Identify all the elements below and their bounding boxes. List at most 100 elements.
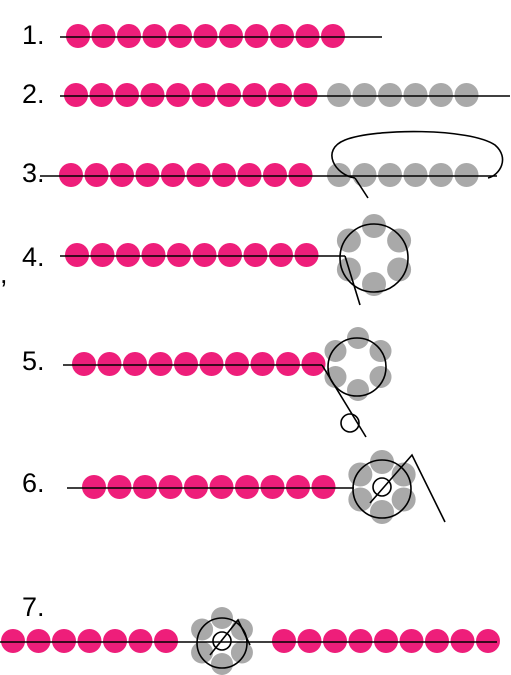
pink-bead (129, 629, 153, 653)
gray-bead (429, 163, 453, 187)
pink-bead (244, 243, 268, 267)
pink-bead (108, 475, 132, 499)
pink-bead (52, 629, 76, 653)
pink-bead (298, 629, 322, 653)
gray-bead (348, 463, 372, 487)
pink-bead (272, 629, 296, 653)
pink-bead (66, 24, 90, 48)
pink-bead (27, 629, 51, 653)
beads-layer (1, 24, 500, 675)
gray-bead (327, 83, 351, 107)
pink-bead (115, 83, 139, 107)
pink-bead (110, 163, 134, 187)
pink-bead (72, 352, 96, 376)
thread-knot (341, 414, 359, 432)
pink-bead (91, 243, 115, 267)
pink-bead (136, 163, 160, 187)
pink-bead (103, 629, 127, 653)
pink-bead (154, 629, 178, 653)
step-3-label: 3. (22, 158, 45, 188)
pink-bead (243, 83, 267, 107)
pink-bead (65, 243, 89, 267)
pink-bead (194, 24, 218, 48)
pink-bead (263, 163, 287, 187)
pink-bead (321, 24, 345, 48)
gray-bead (362, 214, 386, 238)
pink-bead (349, 629, 373, 653)
pink-bead (289, 163, 313, 187)
pink-bead (64, 83, 88, 107)
gray-bead (378, 83, 402, 107)
pink-bead (210, 475, 234, 499)
gray-bead (191, 642, 213, 664)
pink-bead (174, 352, 198, 376)
pink-bead (476, 629, 500, 653)
pink-bead (59, 163, 83, 187)
pink-bead (276, 352, 300, 376)
pink-bead (261, 475, 285, 499)
pink-bead (159, 475, 183, 499)
pink-bead (294, 83, 318, 107)
step-1-label: 1. (22, 20, 45, 50)
center-knot (373, 478, 391, 496)
pink-bead (166, 83, 190, 107)
pink-bead (212, 163, 236, 187)
pink-bead (225, 352, 249, 376)
pink-bead (82, 475, 106, 499)
gray-bead (324, 340, 346, 362)
pink-bead (425, 629, 449, 653)
step-7-label: 7. (22, 592, 45, 622)
pink-bead (286, 475, 310, 499)
pink-bead (251, 352, 275, 376)
pink-bead (219, 24, 243, 48)
pink-bead (192, 83, 216, 107)
pink-bead (143, 24, 167, 48)
pink-bead (217, 83, 241, 107)
pink-bead (1, 629, 25, 653)
pink-bead (142, 243, 166, 267)
pink-bead (238, 163, 262, 187)
step-4-label: 4. (22, 242, 45, 272)
pink-bead (218, 243, 242, 267)
pink-bead (296, 24, 320, 48)
pink-bead (270, 24, 294, 48)
gray-bead (378, 163, 402, 187)
gray-bead (211, 653, 233, 675)
gray-bead (455, 83, 479, 107)
pink-bead (117, 24, 141, 48)
pink-bead (374, 629, 398, 653)
gray-bead (404, 163, 428, 187)
gray-bead (404, 83, 428, 107)
pink-bead (269, 243, 293, 267)
pink-bead (168, 24, 192, 48)
pink-bead (161, 163, 185, 187)
pink-bead (295, 243, 319, 267)
pink-bead (116, 243, 140, 267)
gray-bead (370, 500, 394, 524)
stray-comma: , (0, 259, 8, 289)
pink-bead (85, 163, 109, 187)
pink-bead (193, 243, 217, 267)
pink-bead (133, 475, 157, 499)
step-2-label: 2. (22, 79, 45, 109)
pink-bead (167, 243, 191, 267)
pink-bead (98, 352, 122, 376)
thread-layer (0, 37, 510, 668)
pink-bead (400, 629, 424, 653)
gray-bead (353, 83, 377, 107)
pink-bead (323, 629, 347, 653)
pink-bead (149, 352, 173, 376)
gray-bead (455, 163, 479, 187)
pink-bead (92, 24, 116, 48)
pink-bead (90, 83, 114, 107)
pink-bead (451, 629, 475, 653)
gray-bead (353, 163, 377, 187)
pink-bead (268, 83, 292, 107)
pink-bead (187, 163, 211, 187)
pink-bead (141, 83, 165, 107)
pink-bead (78, 629, 102, 653)
pink-bead (312, 475, 336, 499)
pink-bead (123, 352, 147, 376)
pink-bead (200, 352, 224, 376)
